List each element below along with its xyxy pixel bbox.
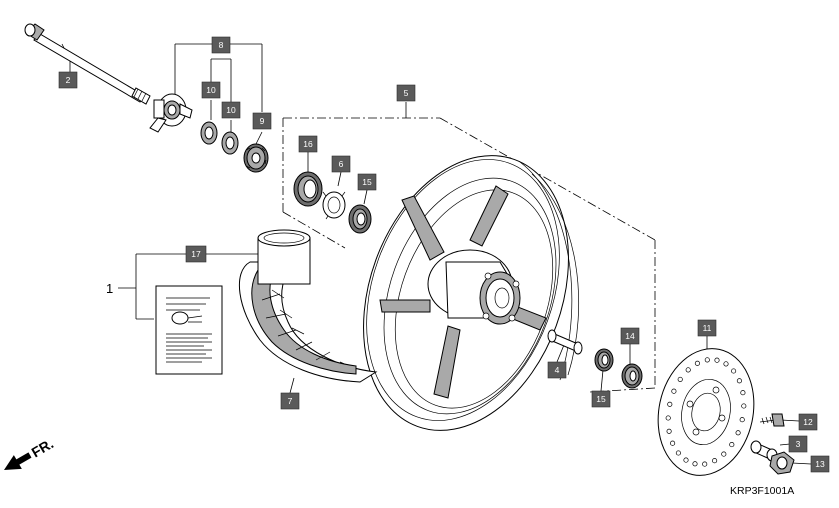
bearing-right <box>594 348 614 372</box>
callout-16: 16 <box>298 135 318 153</box>
axle-collar <box>750 440 778 462</box>
callout-4: 4 <box>547 361 567 379</box>
bearing-left <box>348 204 372 234</box>
svg-text:8: 8 <box>219 40 224 50</box>
svg-text:15: 15 <box>362 177 372 187</box>
disc-vent-hole <box>723 361 729 367</box>
washer-10-a <box>200 121 218 145</box>
svg-text:12: 12 <box>803 417 813 427</box>
callout-6: 6 <box>331 155 351 173</box>
callout-7: 7 <box>280 392 300 410</box>
svg-text:16: 16 <box>303 139 313 149</box>
disc-vent-hole <box>670 440 676 446</box>
svg-text:5: 5 <box>404 88 409 98</box>
callout-14: 14 <box>620 327 640 345</box>
callout-11: 11 <box>697 319 717 337</box>
speedometer-gearbox <box>149 93 193 133</box>
disc-vent-hole <box>702 461 708 467</box>
svg-text:14: 14 <box>625 331 635 341</box>
svg-text:17: 17 <box>191 249 201 259</box>
disc-vent-hole <box>671 388 677 394</box>
disc-vent-hole <box>665 415 671 421</box>
owners-manual <box>155 285 223 375</box>
diagram-code: KRP3F1001A <box>730 485 794 497</box>
callout-8: 8 <box>211 36 231 54</box>
svg-text:7: 7 <box>288 396 293 406</box>
disc-vent-hole <box>739 417 745 423</box>
disc-vent-hole <box>692 461 698 467</box>
bearing-retainer <box>322 191 346 220</box>
svg-text:11: 11 <box>703 323 712 333</box>
disc-vent-hole <box>729 442 735 448</box>
disc-vent-hole <box>721 451 727 457</box>
disc-vent-hole <box>666 428 672 434</box>
dust-seal <box>293 171 323 207</box>
front-direction-arrow: FR. <box>4 435 57 470</box>
dust-seal-right <box>621 363 643 389</box>
disc-vent-hole <box>667 401 673 407</box>
svg-text:9: 9 <box>260 116 265 126</box>
disc-vent-hole <box>731 368 737 374</box>
distance-collar <box>547 329 583 355</box>
svg-text:10: 10 <box>226 105 236 115</box>
callout-17: 17 <box>185 245 207 263</box>
disc-vent-hole <box>675 450 681 456</box>
callout-15-a: 15 <box>357 173 377 191</box>
disc-vent-hole <box>712 458 718 464</box>
axle-nut <box>769 451 795 475</box>
disc-vent-hole <box>736 378 742 384</box>
svg-text:13: 13 <box>815 459 825 469</box>
disc-vent-hole <box>694 360 700 366</box>
callout-10-a: 10 <box>201 81 221 99</box>
disc-vent-hole <box>741 403 747 409</box>
svg-text:6: 6 <box>339 159 344 169</box>
speedometer-gear <box>243 143 269 173</box>
washer-10-b <box>221 131 239 155</box>
callout-9: 9 <box>252 112 272 130</box>
disc-vent-hole <box>677 376 683 382</box>
disc-bolt <box>759 413 785 427</box>
callout-15-b: 15 <box>591 390 611 408</box>
disc-vent-holes <box>665 357 747 467</box>
front-wheel <box>363 155 580 431</box>
set-number: 1 <box>106 281 113 296</box>
svg-text:4: 4 <box>555 365 560 375</box>
callout-12: 12 <box>798 413 818 431</box>
svg-text:3: 3 <box>796 439 801 449</box>
svg-text:15: 15 <box>596 394 606 404</box>
callout-5: 5 <box>396 84 416 102</box>
disc-vent-hole <box>685 367 691 373</box>
disc-vent-hole <box>714 357 720 363</box>
svg-text:2: 2 <box>66 75 71 85</box>
tube-tire <box>238 229 378 383</box>
svg-text:10: 10 <box>206 85 216 95</box>
callout-2: 2 <box>58 71 78 89</box>
callout-10-b: 10 <box>221 101 241 119</box>
callout-3: 3 <box>788 435 808 453</box>
disc-vent-hole <box>740 390 746 396</box>
callout-13: 13 <box>810 455 830 473</box>
front-indicator-label: FR. <box>29 435 57 460</box>
front-axle <box>24 23 151 105</box>
disc-vent-hole <box>704 357 710 363</box>
disc-vent-hole <box>683 457 689 463</box>
disc-vent-hole <box>735 430 741 436</box>
